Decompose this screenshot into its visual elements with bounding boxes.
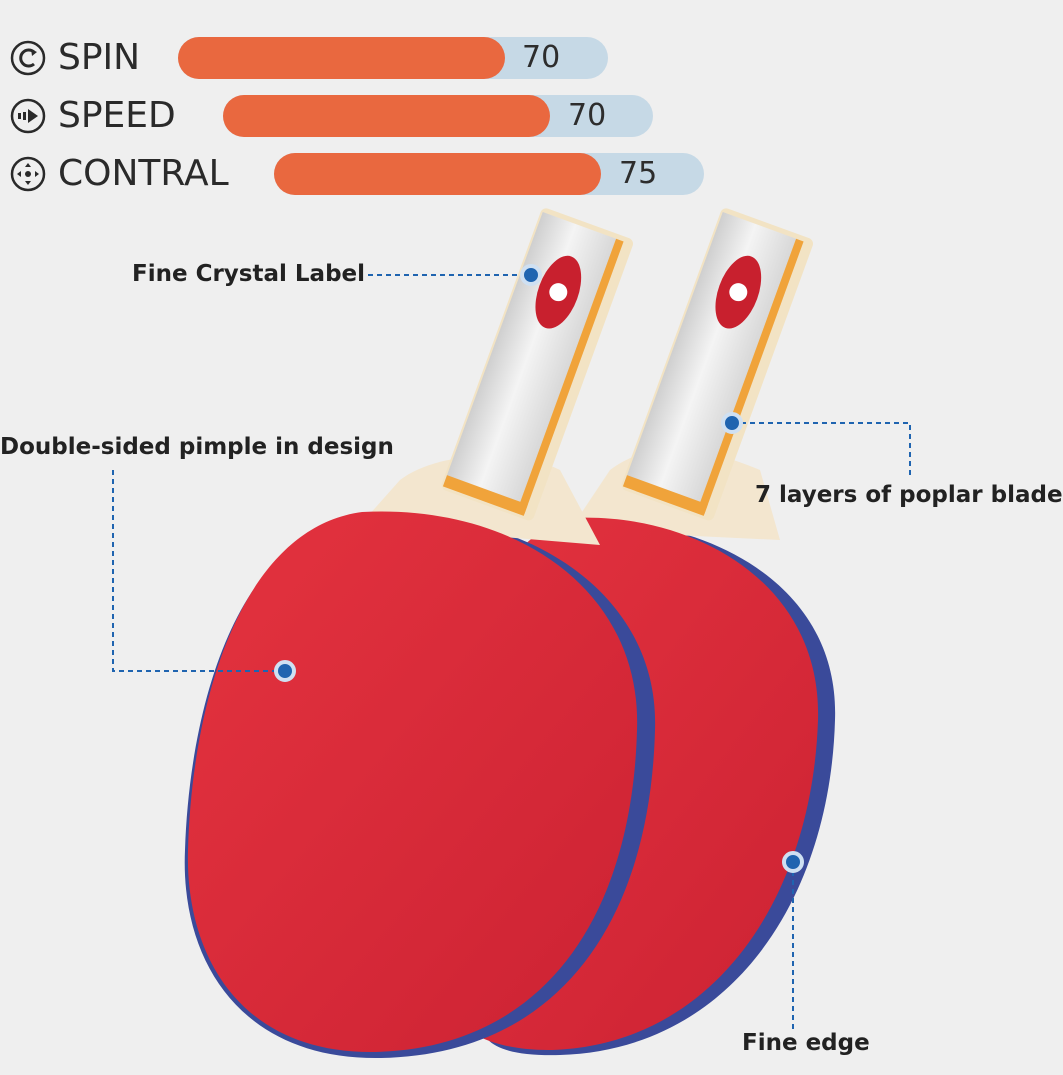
- stat-label: CONTRAL: [58, 153, 229, 194]
- stat-bar-track: 70: [178, 37, 608, 79]
- stat-label: SPEED: [58, 95, 176, 136]
- stat-value: 70: [568, 98, 607, 133]
- paddle-front: [184, 208, 656, 1059]
- callout-lines: [112, 274, 911, 1030]
- callout-fine-edge: Fine edge: [742, 1030, 870, 1056]
- stat-bar-fill: [223, 95, 550, 137]
- stat-bar-track: 75: [274, 153, 704, 195]
- rubber-face-front: [187, 511, 638, 1053]
- stat-bar-fill: [274, 153, 601, 195]
- callout-dots: [274, 264, 804, 873]
- stat-label: SPIN: [58, 37, 141, 78]
- callout-dot-pimple: [274, 660, 296, 682]
- callout-double-sided-pimple: Double-sided pimple in design: [0, 434, 394, 460]
- stat-bar-fill: [178, 37, 505, 79]
- stat-value: 75: [619, 156, 658, 191]
- callout-poplar-blade: 7 layers of poplar blade: [755, 482, 1063, 508]
- speed-icon: [10, 98, 46, 134]
- callout-dot-label: [520, 264, 542, 286]
- spin-icon: [10, 40, 46, 76]
- callout-dot-edge: [782, 851, 804, 873]
- callout-dot-blade: [721, 412, 743, 434]
- callout-fine-crystal-label: Fine Crystal Label: [132, 261, 366, 287]
- stat-value: 70: [522, 40, 561, 75]
- stat-bar-track: 70: [223, 95, 653, 137]
- control-icon: [10, 156, 46, 192]
